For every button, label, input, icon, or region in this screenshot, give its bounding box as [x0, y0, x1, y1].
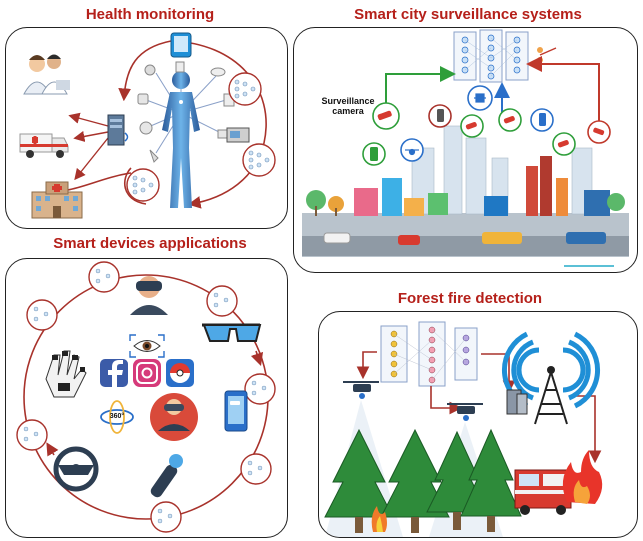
body-sensor-icon	[162, 71, 200, 208]
neural-network-icon	[228, 72, 262, 106]
neural-network-icon	[126, 168, 160, 202]
smart-glasses-icon	[202, 323, 262, 342]
forest-fire-title: Forest fire detection	[397, 290, 543, 307]
cctv-camera-icon	[377, 110, 605, 148]
server-icon	[506, 389, 528, 415]
smart-city-title: Smart city surveillance systems	[354, 6, 582, 23]
vr-headset-icon	[130, 276, 168, 315]
instagram-icon	[133, 359, 161, 387]
doctor-icon	[23, 54, 70, 95]
surveillance-camera-label: Surveillance camera	[318, 96, 378, 116]
neural-network-icon	[453, 29, 543, 83]
health-loop-arc	[123, 167, 147, 205]
neural-network-icon	[380, 321, 478, 387]
health-loop-arc	[170, 40, 267, 209]
monitor-device-icon	[226, 127, 250, 143]
tablet-icon	[170, 32, 192, 58]
vr-360-label: 360°	[109, 413, 125, 420]
data-glove-icon	[45, 350, 87, 398]
smartphone-icon	[224, 390, 248, 432]
health-monitoring-panel	[5, 27, 288, 229]
forest-fire-panel	[318, 311, 638, 538]
steering-wheel-icon	[53, 446, 99, 492]
vr-controller-icon	[150, 454, 183, 498]
vr-experience-icon	[150, 393, 198, 441]
health-monitoring-title: Health monitoring	[85, 6, 215, 23]
smart-city-panel: Surveillance camera	[293, 27, 638, 273]
surveillance-label-line2: camera	[332, 106, 364, 116]
pokeball-icon	[166, 359, 194, 387]
drone-icon	[405, 93, 486, 156]
ambulance-icon	[19, 133, 69, 158]
pine-tree-icon	[324, 428, 522, 533]
sensor-devices-icon	[137, 61, 235, 163]
city-skyline-icon	[302, 125, 629, 267]
drone-icon	[447, 403, 483, 421]
smart-devices-title: Smart devices applications	[53, 235, 247, 252]
server-icon	[107, 114, 129, 146]
fire-icon	[371, 506, 387, 532]
fire-icon	[562, 450, 603, 504]
smart-devices-panel: 360°	[5, 258, 288, 538]
eye-scan-icon	[129, 334, 165, 358]
fire-truck-icon	[514, 469, 572, 515]
surveillance-label-line1: Surveillance	[321, 96, 375, 106]
drone-icon	[343, 381, 379, 399]
360-video-icon	[100, 400, 134, 434]
smartphone-icon	[370, 109, 546, 161]
facebook-icon	[100, 359, 128, 387]
neural-network-icon	[242, 143, 276, 177]
hospital-icon	[31, 181, 83, 219]
